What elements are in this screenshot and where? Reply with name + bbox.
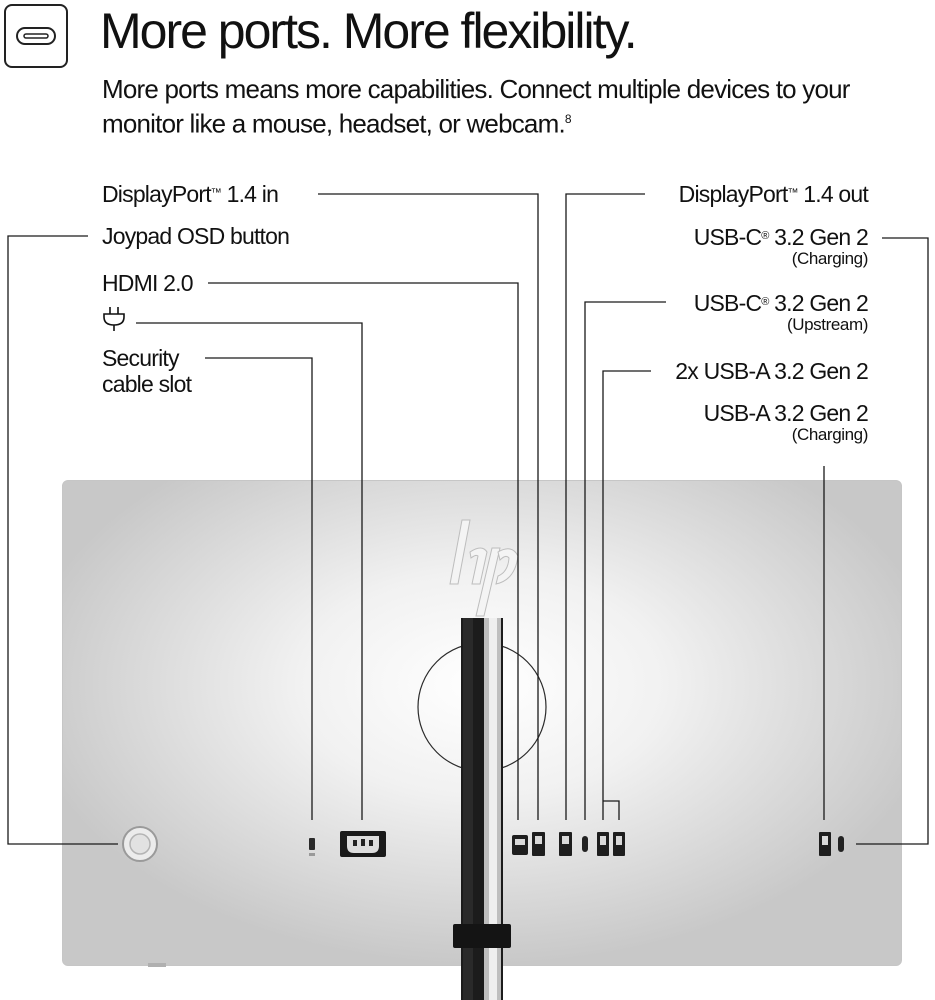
usb-c-badge <box>4 4 68 68</box>
label-power <box>100 305 132 338</box>
label-usb-c-charging: USB-C® 3.2 Gen 2(Charging) <box>693 224 869 268</box>
label-usb-a-charging: USB-A 3.2 Gen 2(Charging) <box>703 400 869 444</box>
subtitle-text: More ports means more capabilities. Conn… <box>102 74 850 139</box>
page-subtitle: More ports means more capabilities. Conn… <box>102 74 932 139</box>
footnote-marker: 8 <box>564 112 572 126</box>
label-usb-a-2x: 2x USB-A 3.2 Gen 2 <box>675 358 869 384</box>
usb-c-port-icon <box>16 27 56 45</box>
label-displayport-out: DisplayPort™ 1.4 out <box>678 181 869 207</box>
page-title: More ports. More flexibility. <box>100 3 638 59</box>
label-hdmi: HDMI 2.0 <box>102 270 194 296</box>
label-displayport-in: DisplayPort™ 1.4 in <box>102 181 279 207</box>
label-joypad-osd: Joypad OSD button <box>102 223 290 249</box>
label-security-slot: Security cable slot <box>102 345 192 397</box>
label-usb-c-upstream: USB-C® 3.2 Gen 2(Upstream) <box>693 290 869 334</box>
monitor-back <box>62 480 902 966</box>
power-plug-icon <box>103 307 125 331</box>
